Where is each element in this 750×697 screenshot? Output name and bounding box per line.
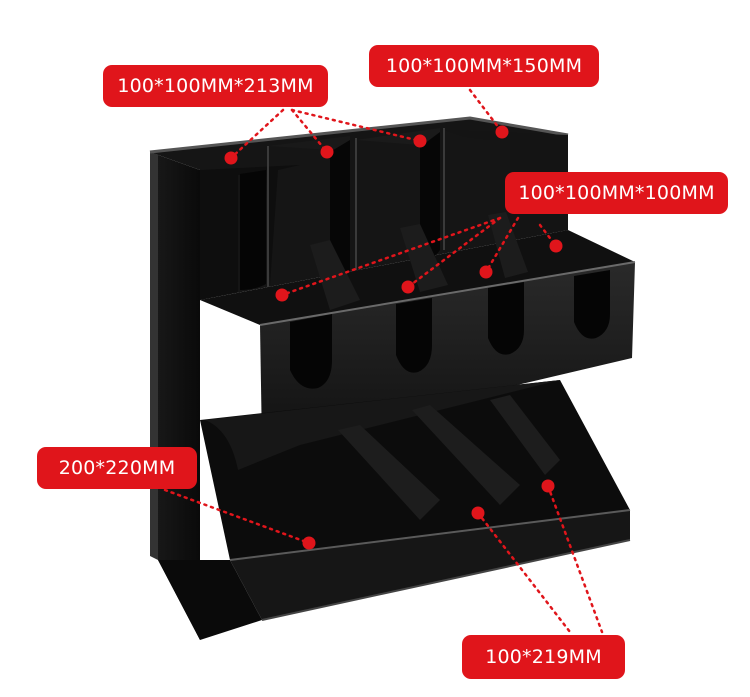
leader-lines: [163, 88, 604, 634]
marker-dot: [302, 536, 316, 550]
marker-dot: [471, 506, 485, 520]
middle-compartments: [200, 212, 636, 445]
marker-dot: [401, 280, 415, 294]
marker-dot: [549, 239, 563, 253]
label-bottom: 100*219MM: [462, 635, 625, 679]
marker-dot: [479, 265, 493, 279]
label-top-right: 100*100MM*150MM: [369, 45, 599, 87]
marker-dot: [413, 134, 427, 148]
label-top-left: 100*100MM*213MM: [103, 65, 328, 107]
marker-dot: [224, 151, 238, 165]
marker-dot: [541, 479, 555, 493]
measurement-markers: [224, 125, 563, 550]
marker-dot: [495, 125, 509, 139]
bottom-compartments: [158, 380, 631, 640]
tall-compartments: [149, 116, 569, 300]
label-left: 200*220MM: [37, 447, 197, 489]
marker-dot: [275, 288, 289, 302]
marker-dot: [320, 145, 334, 159]
label-middle-right: 100*100MM*100MM: [505, 172, 728, 214]
